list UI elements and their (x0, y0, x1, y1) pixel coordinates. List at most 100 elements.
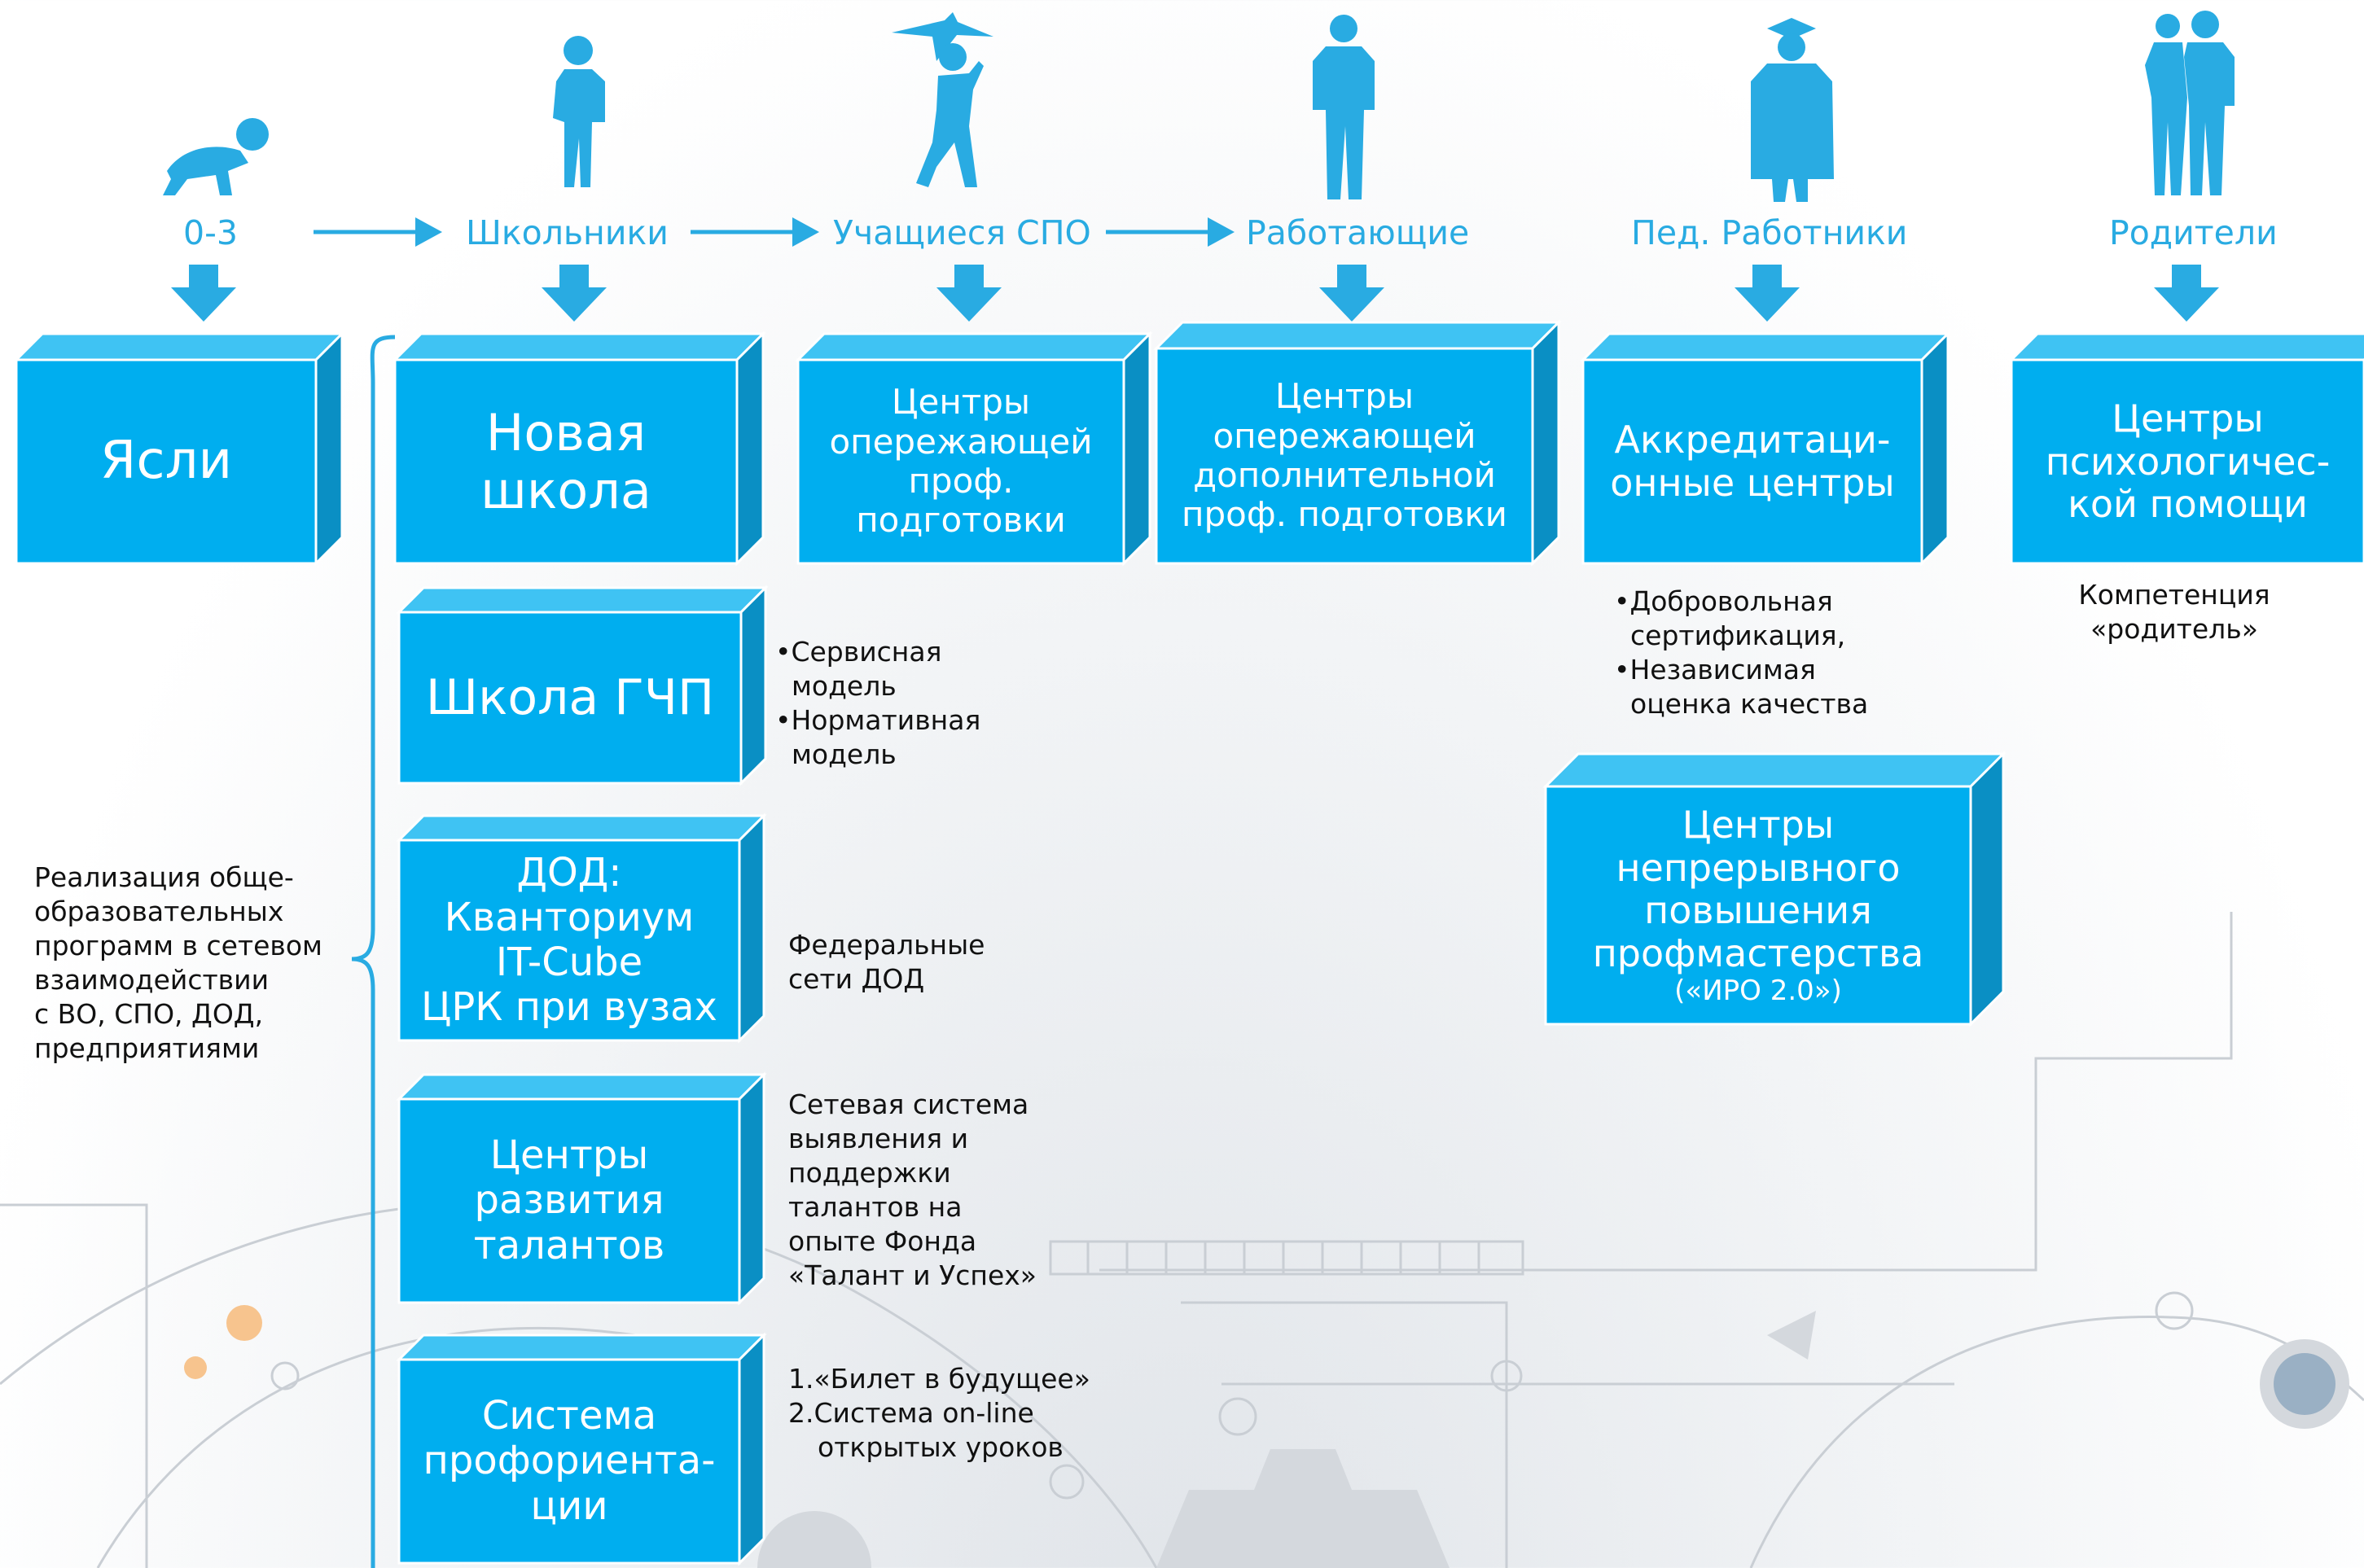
note-line: с ВО, СПО, ДОД, (34, 998, 264, 1030)
box-text-line: ЦРК при вузах (421, 984, 717, 1031)
box-gchp-school: Школа ГЧП (396, 585, 769, 786)
note-line: выявления и (788, 1123, 969, 1154)
box-text-line: школа (480, 461, 651, 520)
box-text: Ясли (16, 360, 316, 563)
box-subtitle: («ИРО 2.0») (1674, 975, 1842, 1008)
note-line: модель (792, 738, 897, 770)
box-shape (1580, 331, 1951, 567)
student-with-plane-icon (892, 12, 993, 187)
box-text-line: Ясли (99, 431, 233, 492)
box-text-line: повышения (1644, 888, 1872, 933)
box-text-line: опережающей (1213, 415, 1476, 456)
box-shape (396, 1332, 767, 1566)
box-text-line: кой помощи (2068, 482, 2308, 527)
note-line: Компетенция (2078, 579, 2270, 611)
box-shape (1153, 319, 1562, 567)
box-text-line: проф. подготовки (1182, 494, 1507, 535)
box-accreditation-centers: Аккредитаци-онные центры (1580, 331, 1951, 567)
schoolchild-icon (553, 36, 605, 187)
note-line: «Талант и Успех» (788, 1259, 1037, 1291)
box-text-line: дополнительной (1193, 455, 1496, 495)
note-line: сертификация, (1630, 620, 1846, 651)
box-text-line: развития (474, 1177, 664, 1224)
note-line: взаимодействии (34, 964, 270, 996)
note-line: предприятиями (34, 1032, 260, 1064)
note-line: •Независимая (1614, 654, 1816, 685)
box-text-line: Центры (2112, 396, 2264, 440)
box-text-line: профориента- (423, 1438, 716, 1484)
note-line: •Сервисная (775, 636, 942, 668)
box-text-line: психологичес- (2045, 439, 2331, 484)
note-line: сети ДОД (788, 963, 925, 995)
note-line: •Добровольная (1614, 585, 1833, 617)
note-parent-competence: Компетенция«родитель» (2036, 578, 2313, 646)
box-text: Школа ГЧП (399, 612, 741, 783)
note-line: оценка качества (1630, 688, 1869, 720)
note-line: опыте Фонда (788, 1225, 977, 1257)
box-text-line: проф. (908, 461, 1014, 501)
box-text-line: ДОД: (516, 849, 622, 896)
arrow-down-icon (1735, 265, 1800, 322)
box-text-line: ции (530, 1483, 608, 1529)
box-shape (396, 1071, 767, 1306)
box-shape (13, 331, 345, 567)
box-text-line: талантов (473, 1222, 665, 1268)
box-text-line: непрерывного (1616, 845, 1901, 890)
note-line: Сетевая система (788, 1088, 1029, 1120)
box-text-line: онные центры (1610, 461, 1895, 505)
box-text-line: Центры (891, 382, 1031, 423)
note-line: талантов на (788, 1191, 963, 1223)
category-label-parents: Родители (2109, 213, 2278, 252)
note-line: образовательных (34, 896, 284, 927)
note-line: Реализация обще- (34, 861, 294, 893)
arrow-down-icon (171, 265, 236, 322)
note-line: модель (792, 670, 897, 702)
note-line: программ в сетевом (34, 930, 322, 961)
box-shape (396, 812, 767, 1044)
box-shape (396, 585, 769, 786)
arrow-down-icon (936, 265, 1002, 322)
box-text-line: Новая (485, 402, 647, 462)
arrow-down-icon (1319, 265, 1384, 322)
box-text-line: опережающей (829, 421, 1093, 462)
curly-brace-icon (351, 335, 396, 1568)
category-label-schoolchildren: Школьники (466, 213, 669, 252)
box-text-line: Центры (1274, 376, 1414, 417)
box-text-line: Кванториум (444, 894, 695, 940)
box-text-line: профмастерства (1592, 931, 1924, 976)
crawling-baby-icon (163, 118, 269, 195)
box-text-line: Школа ГЧП (425, 668, 715, 726)
parents-couple-icon (2145, 11, 2235, 195)
note-line: 1.«Билет в будущее» (788, 1363, 1090, 1395)
note-line: Федеральные (788, 929, 985, 961)
box-text-line: Центры (1682, 802, 1835, 847)
arrow-right-icon (691, 217, 819, 247)
arrow-right-icon (314, 217, 442, 247)
box-text-line: Центры (489, 1132, 649, 1179)
box-text-line: Система (481, 1393, 657, 1439)
box-shape (392, 331, 766, 567)
note-line: «родитель» (2090, 613, 2258, 645)
arrow-down-icon (542, 265, 607, 322)
category-label-teachers: Пед. Работники (1631, 213, 1908, 252)
category-label-0-3: 0-3 (183, 213, 238, 252)
